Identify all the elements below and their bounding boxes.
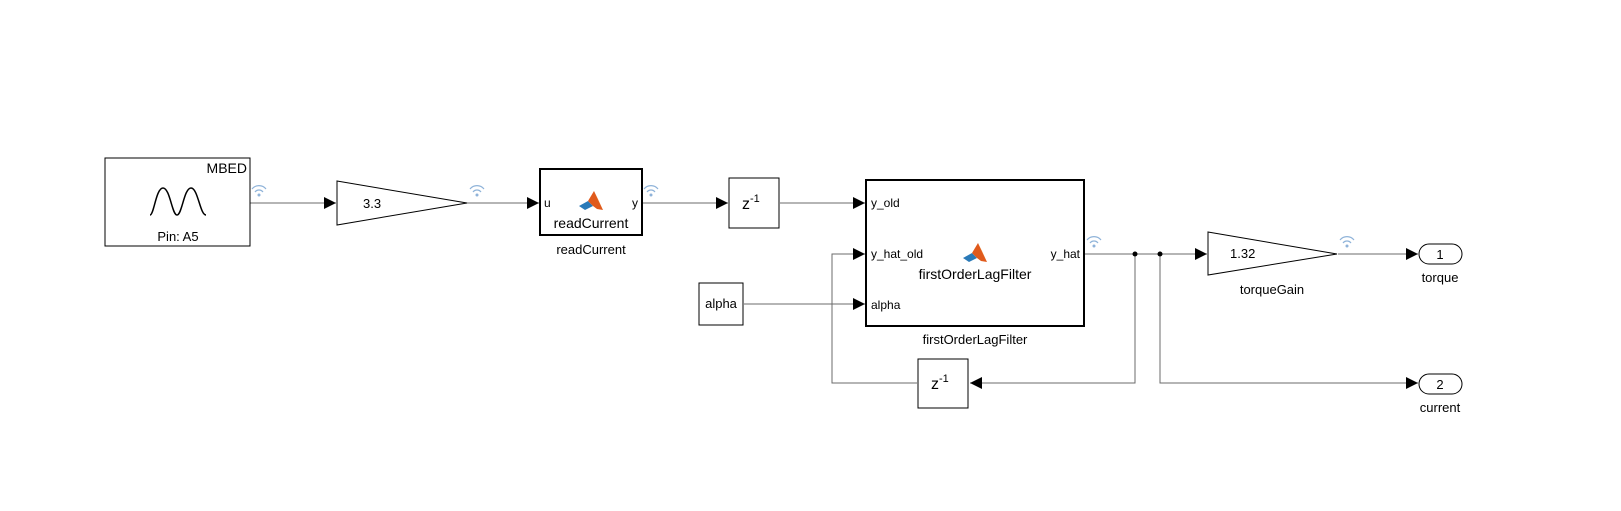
- port-label-y-hat: y_hat: [1051, 247, 1081, 261]
- port-label-y-old: y_old: [871, 196, 900, 210]
- outport-current[interactable]: 2 current: [1418, 373, 1463, 415]
- readcurrent-inner-title: readCurrent: [554, 215, 629, 231]
- outport-torque[interactable]: 1 torque: [1418, 243, 1463, 285]
- constant-value: alpha: [705, 296, 738, 311]
- outport-number: 2: [1436, 377, 1443, 392]
- pin-label: Pin: A5: [157, 229, 198, 244]
- matlab-logo-icon: [579, 191, 603, 210]
- sine-wave-icon: [149, 187, 207, 216]
- unit-delay-bottom-block[interactable]: z-1: [917, 358, 969, 409]
- gain-value: 3.3: [363, 196, 381, 211]
- signal-line-feedback-to-filter-yhatold[interactable]: [831, 248, 917, 384]
- filter-block[interactable]: y_old y_hat_old alpha y_hat firstOrderLa…: [865, 179, 1085, 347]
- alpha-constant-block[interactable]: alpha: [698, 282, 744, 326]
- port-label-in: u: [544, 196, 551, 210]
- branch-point: [1132, 251, 1138, 257]
- port-label-y-hat-old: y_hat_old: [871, 247, 923, 261]
- torque-gain-name: torqueGain: [1240, 282, 1304, 297]
- signal-logging-icon: [643, 185, 659, 197]
- delay-symbol: z-1: [931, 373, 949, 393]
- filter-block-name: firstOrderLagFilter: [923, 332, 1028, 347]
- unit-delay-top-block[interactable]: z-1: [728, 177, 780, 229]
- delay-symbol: z-1: [742, 193, 760, 213]
- signal-line-to-current-outport[interactable]: [1159, 254, 1418, 389]
- signal-logging-icon: [251, 185, 267, 197]
- signal-logging-icon: [1339, 236, 1355, 248]
- matlab-logo-icon: [963, 243, 987, 262]
- torque-gain-block[interactable]: 1.32 torqueGain: [1207, 231, 1338, 297]
- mbed-brand-label: MBED: [207, 160, 247, 176]
- input-gain-block[interactable]: 3.3: [336, 180, 468, 226]
- port-label-alpha: alpha: [871, 298, 901, 312]
- signal-lines: [250, 197, 1418, 389]
- outport-number: 1: [1436, 247, 1443, 262]
- port-label-out: y: [632, 196, 638, 210]
- gain-value: 1.32: [1230, 246, 1255, 261]
- signal-line-feedback-to-delay[interactable]: [970, 254, 1136, 389]
- outport-name: torque: [1422, 270, 1459, 285]
- filter-inner-title: firstOrderLagFilter: [919, 266, 1032, 282]
- signal-logging-icon: [469, 185, 485, 197]
- analog-input-block[interactable]: MBED Pin: A5: [104, 157, 251, 247]
- outport-name: current: [1420, 400, 1461, 415]
- signal-logging-icon: [1086, 236, 1102, 248]
- branch-point: [1157, 251, 1163, 257]
- readcurrent-block[interactable]: u y readCurrent readCurrent: [539, 168, 643, 257]
- readcurrent-block-name: readCurrent: [556, 242, 626, 257]
